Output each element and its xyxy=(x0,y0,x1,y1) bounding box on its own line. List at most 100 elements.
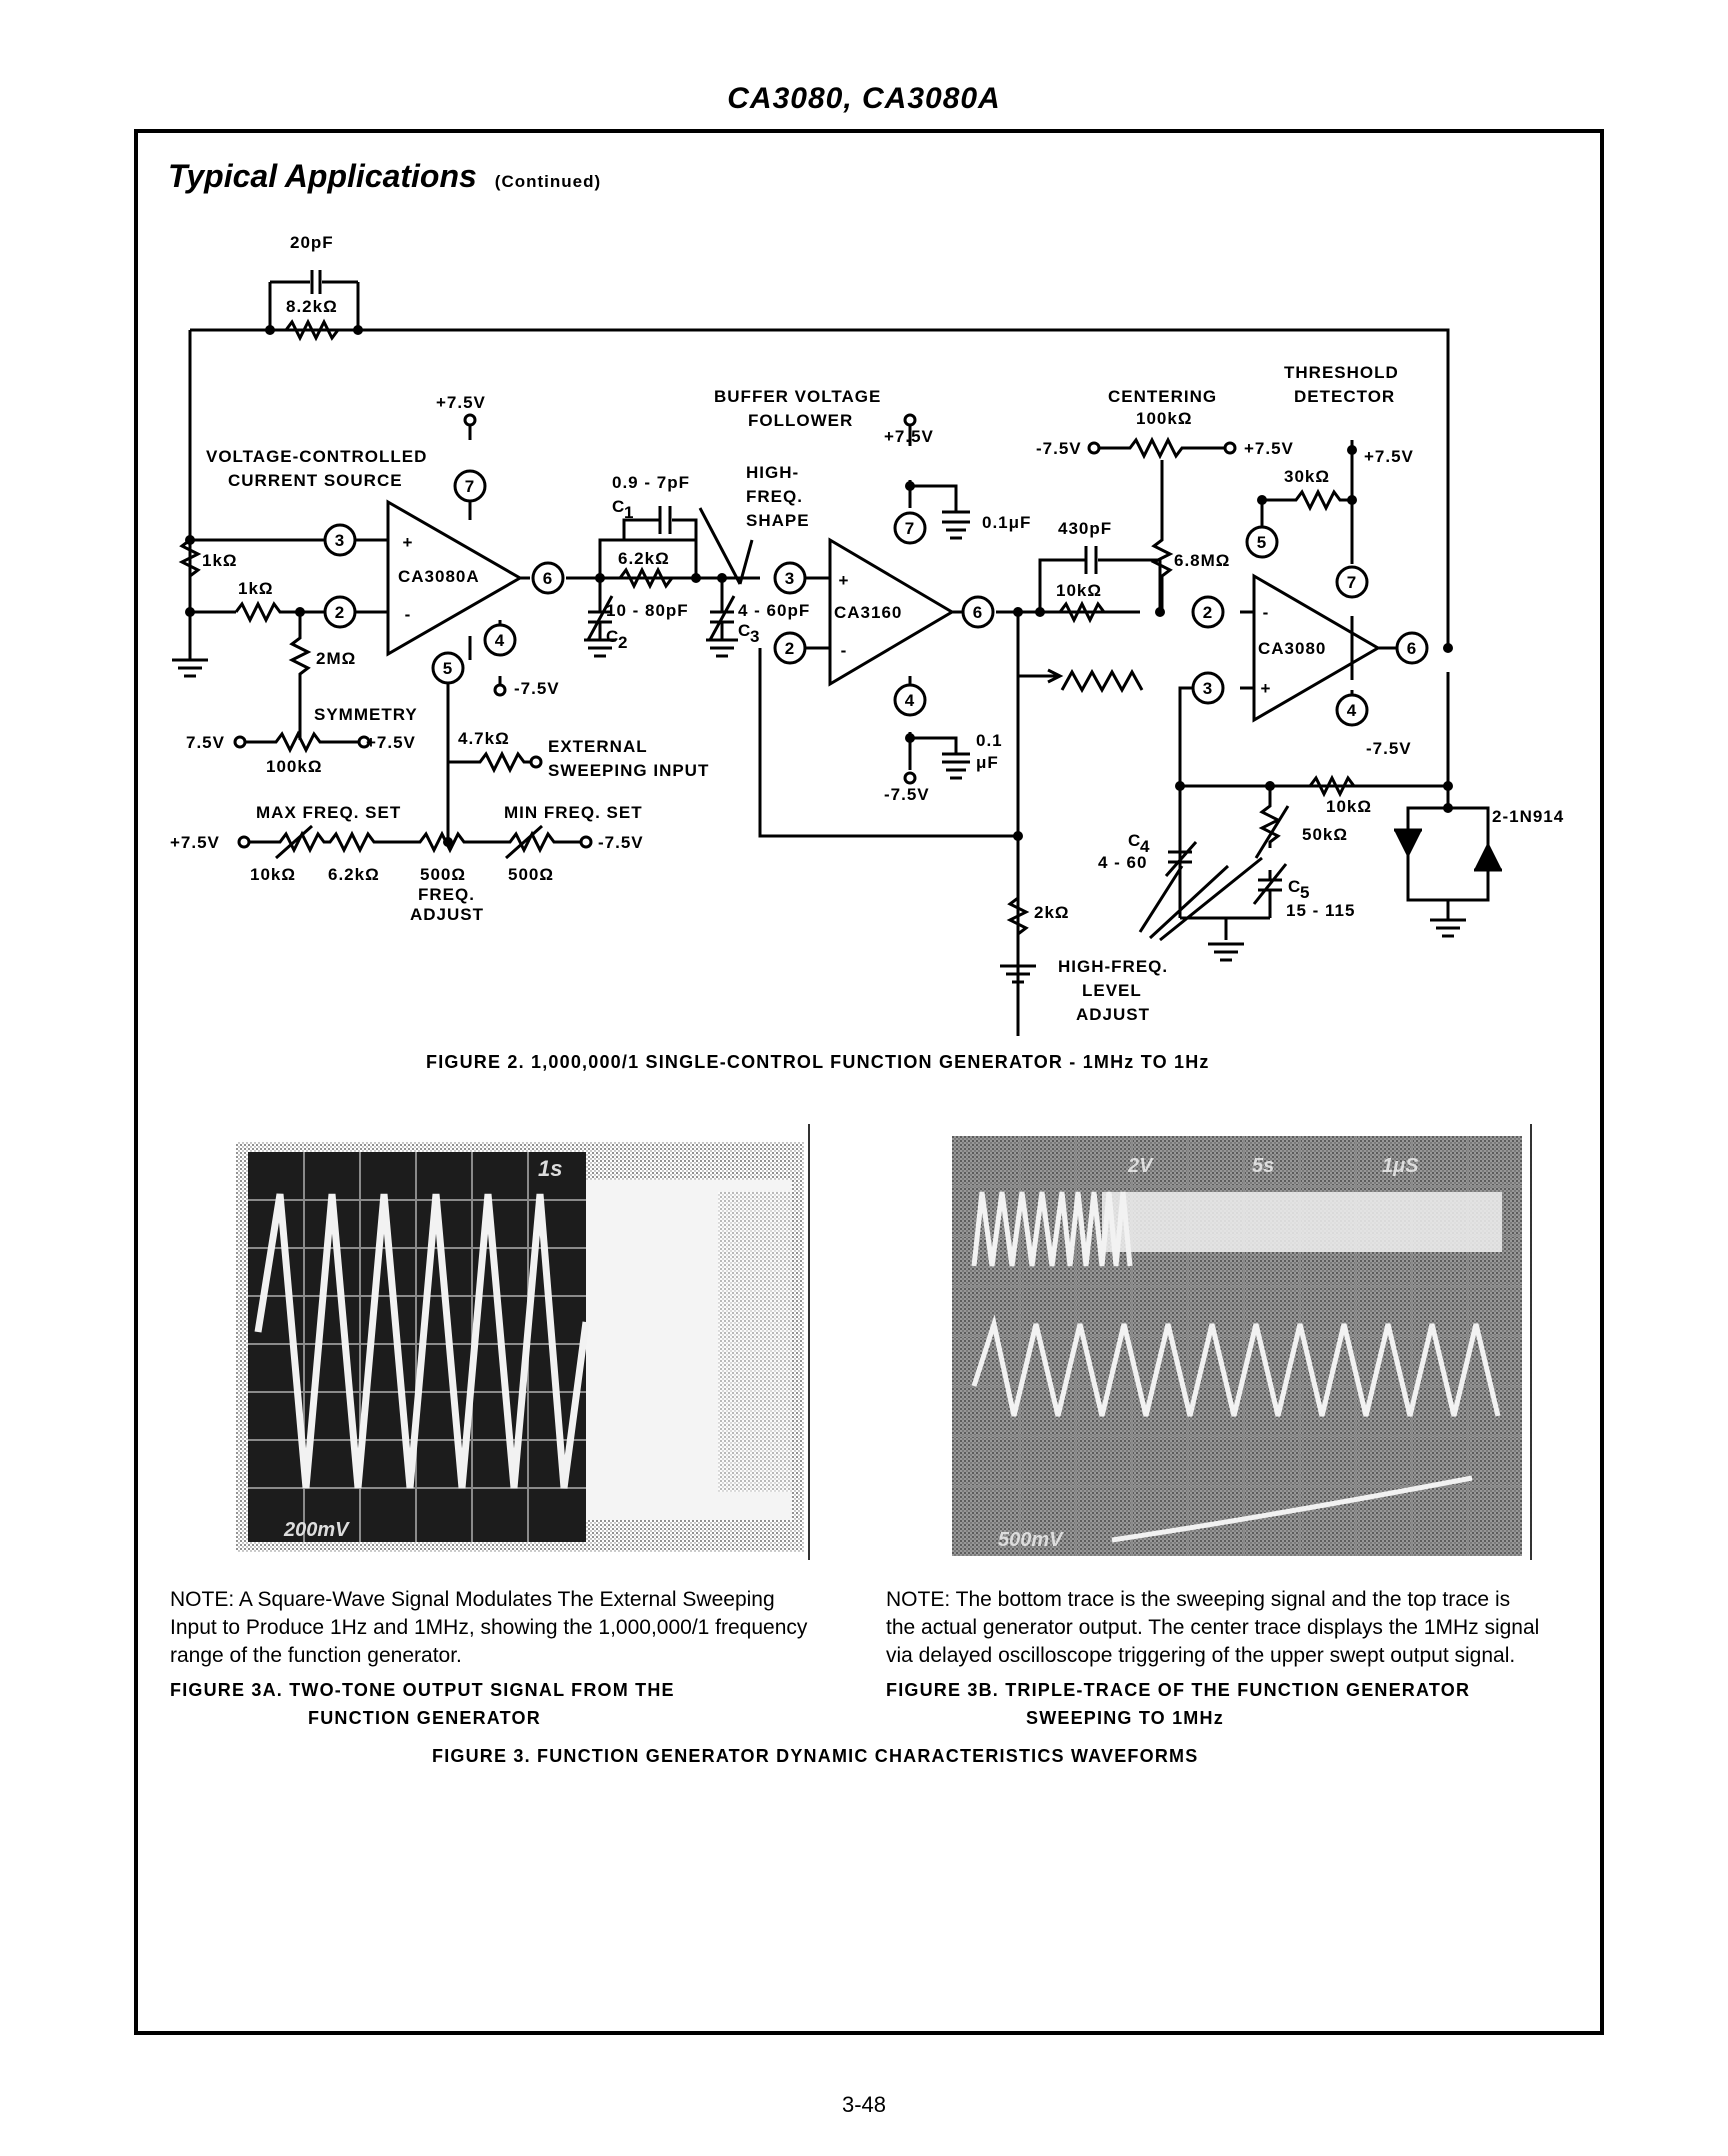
page-header: CA3080, CA3080A xyxy=(727,82,1001,115)
label: 1kΩ xyxy=(202,551,238,570)
label: THRESHOLD xyxy=(1284,363,1399,382)
note-line: range of the function generator. xyxy=(170,1644,462,1667)
label: 10 - 80pF xyxy=(606,601,689,620)
label: MIN FREQ. SET xyxy=(504,803,643,822)
label: 4 - 60 xyxy=(1098,853,1147,872)
figure-2-caption: FIGURE 2. 1,000,000/1 SINGLE-CONTROL FUN… xyxy=(426,1052,1210,1072)
label: BUFFER VOLTAGE xyxy=(714,387,881,406)
note-line: the actual generator output. The center … xyxy=(886,1616,1540,1639)
label: 5 xyxy=(1300,883,1310,902)
label: VOLTAGE-CONTROLLED xyxy=(206,447,427,466)
label: 2MΩ xyxy=(316,649,356,668)
terminals xyxy=(233,413,1237,849)
component-labels: 20pF 8.2kΩ +7.5V VOLTAGE-CONTROLLED CURR… xyxy=(170,233,1563,1024)
figure-3b-scope-photo: 2V 5s 1μS 500mV xyxy=(952,1136,1522,1556)
label: FREQ. xyxy=(746,487,803,506)
label: SYMMETRY xyxy=(314,705,418,724)
label: -7.5V xyxy=(1036,439,1082,458)
label: CENTERING xyxy=(1108,387,1217,406)
figure-3b-note: NOTE: The bottom trace is the sweeping s… xyxy=(886,1586,1566,1670)
label: -7.5V xyxy=(1366,739,1412,758)
label: 100kΩ xyxy=(1136,409,1192,428)
label: 30kΩ xyxy=(1284,467,1330,486)
opamp-plus: + xyxy=(403,533,414,552)
label: CA3080 xyxy=(1258,639,1326,658)
label: +7.5V xyxy=(170,833,220,852)
note-line: NOTE: A Square-Wave Signal Modulates The… xyxy=(170,1588,775,1611)
label: +7.5V xyxy=(1244,439,1294,458)
figure-3b-caption: FIGURE 3B. TRIPLE-TRACE OF THE FUNCTION … xyxy=(886,1680,1471,1700)
label: EXTERNAL xyxy=(548,737,648,756)
label: 50kΩ xyxy=(1302,825,1348,844)
label: 4.7kΩ xyxy=(458,729,510,748)
section-subtitle: (Continued) xyxy=(494,172,602,191)
scope-label: 200mV xyxy=(283,1519,350,1541)
label: C xyxy=(1128,831,1141,850)
label: μF xyxy=(976,753,999,772)
label: MAX FREQ. SET xyxy=(256,803,401,822)
label: C xyxy=(606,627,619,646)
sweep-ramp-trace xyxy=(1111,1475,1473,1543)
figure-3b-caption-line2: SWEEPING TO 1MHz xyxy=(1026,1708,1224,1728)
content-frame xyxy=(134,129,1604,2035)
label: 2 xyxy=(618,633,628,652)
label: 4 xyxy=(1140,837,1150,856)
label: 500Ω xyxy=(420,865,466,884)
label: FREQ. xyxy=(418,885,475,904)
figure-3a-note: NOTE: A Square-Wave Signal Modulates The… xyxy=(170,1586,850,1670)
label: 3 xyxy=(750,627,760,646)
pin: 3 xyxy=(335,531,345,550)
pin: 6 xyxy=(1407,639,1417,658)
opamp-minus: - xyxy=(1263,603,1270,622)
label: 7.5V xyxy=(186,733,225,752)
triangle-trace-3a xyxy=(254,1193,590,1489)
page-number: 3-48 xyxy=(841,2092,887,2117)
pin-numbers: 3 2 7 6 4 5 3 2 7 6 4 2 3 5 7 6 4 + - + … xyxy=(335,477,1417,720)
pin: 4 xyxy=(1347,701,1357,720)
pin: 2 xyxy=(335,603,345,622)
center-trace xyxy=(971,1314,1501,1417)
label: 6.2kΩ xyxy=(328,865,380,884)
pin: 3 xyxy=(785,569,795,588)
section-title: Typical Applications(Continued) xyxy=(168,158,601,195)
opamp-plus: + xyxy=(1261,679,1272,698)
label: 0.9 - 7pF xyxy=(612,473,690,492)
label: C xyxy=(738,621,751,640)
note-line: Input to Produce 1Hz and 1MHz, showing t… xyxy=(170,1616,808,1639)
label: 8.2kΩ xyxy=(286,297,338,316)
label: 1kΩ xyxy=(238,579,274,598)
label: 10kΩ xyxy=(250,865,296,884)
photo-edge-line xyxy=(1530,1124,1532,1560)
label: 10kΩ xyxy=(1056,581,1102,600)
label: 20pF xyxy=(290,233,334,252)
label: DETECTOR xyxy=(1294,387,1395,406)
opamp-minus: - xyxy=(841,641,848,660)
triangles-fill xyxy=(185,325,1502,870)
figure-3a-scope-photo: 1s 200mV xyxy=(228,1132,814,1560)
label: 4 - 60pF xyxy=(738,601,810,620)
label: 6.8MΩ xyxy=(1174,551,1230,570)
note-line: via delayed oscilloscope triggering of t… xyxy=(886,1644,1516,1667)
label: -7.5V xyxy=(598,833,644,852)
pin: 6 xyxy=(973,603,983,622)
pin: 6 xyxy=(543,569,553,588)
pin: 4 xyxy=(495,631,505,650)
label: SHAPE xyxy=(746,511,810,530)
label: LEVEL xyxy=(1082,981,1142,1000)
scope-label: 500mV xyxy=(998,1529,1064,1551)
label: 0.1μF xyxy=(982,513,1031,532)
label: 2kΩ xyxy=(1034,903,1070,922)
figure-3-caption: FIGURE 3. FUNCTION GENERATOR DYNAMIC CHA… xyxy=(432,1746,1199,1766)
label: 500Ω xyxy=(508,865,554,884)
label: +7.5V xyxy=(884,427,934,446)
label: 10kΩ xyxy=(1326,797,1372,816)
pin: 7 xyxy=(1347,573,1357,592)
scope-label: 1μS xyxy=(1382,1155,1419,1177)
label: 100kΩ xyxy=(266,757,322,776)
pin: 5 xyxy=(1257,533,1267,552)
label: SWEEPING INPUT xyxy=(548,761,709,780)
label: CURRENT SOURCE xyxy=(228,471,403,490)
scope-label: 5s xyxy=(1252,1155,1274,1177)
opamp-plus: + xyxy=(839,571,850,590)
label: -7.5V xyxy=(514,679,560,698)
